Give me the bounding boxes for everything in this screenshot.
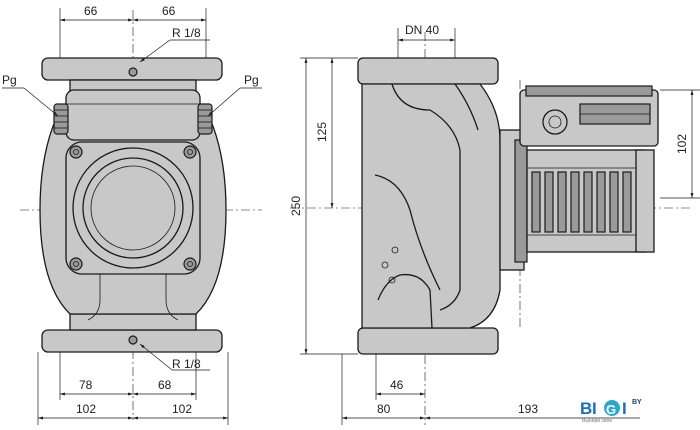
logo-g-circle	[604, 400, 620, 416]
bigi-logo: B I G I BY Выбери своё	[580, 399, 642, 424]
front-bottom-dim-78: 78	[79, 378, 93, 392]
side-bottom-dim-46: 46	[390, 378, 404, 392]
side-height-total: 250	[289, 196, 303, 216]
thread-label-top: R 1/8	[172, 26, 201, 40]
logo-letter-i2: I	[622, 399, 627, 418]
side-motor-height: 102	[675, 134, 689, 154]
front-bottom-dim-68: 68	[158, 378, 172, 392]
side-bottom-dim-80: 80	[377, 402, 391, 416]
flange-label-dn40: DN 40	[405, 23, 439, 37]
front-top-dim-right: 66	[162, 4, 176, 18]
front-bottom-dim-102-right: 102	[172, 402, 192, 416]
logo-letter-i1: I	[592, 399, 597, 418]
front-top-dim-left: 66	[84, 4, 98, 18]
thread-label-bottom: R 1/8	[172, 357, 201, 371]
logo-suffix: BY	[632, 399, 642, 406]
logo-tagline: Выбери своё	[582, 418, 612, 424]
side-view: DN 40 250 125 102 46 80 193	[289, 23, 700, 425]
port-label-left: Pg	[2, 73, 17, 87]
port-label-right: Pg	[244, 73, 259, 87]
front-bottom-dim-102-left: 102	[76, 402, 96, 416]
side-height-upper: 125	[315, 122, 329, 142]
logo-letter-b: B	[580, 399, 592, 418]
front-view: 66 66 R 1/8 R 1/8 Pg Pg 78 68 102 102	[2, 4, 262, 425]
side-bottom-dim-193: 193	[518, 402, 538, 416]
logo-letter-g: G	[606, 402, 616, 417]
